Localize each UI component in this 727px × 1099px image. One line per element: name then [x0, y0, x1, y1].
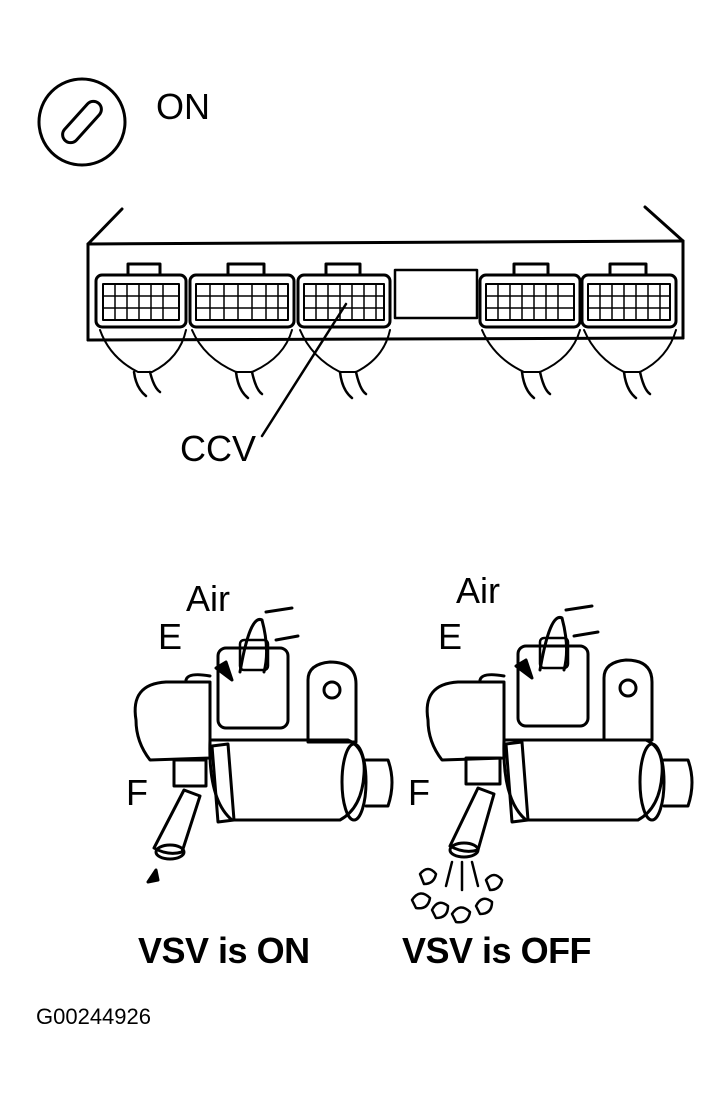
ecu-connector-3 — [296, 262, 392, 400]
ecu-unit — [86, 205, 685, 342]
ccv-leader-line — [260, 302, 348, 438]
ccv-terminal-label: CCV — [180, 428, 257, 469]
ecu-connector-1 — [94, 262, 188, 398]
figure-id: G00244926 — [36, 1004, 151, 1029]
vsv-off-caption: VSV is OFF — [402, 930, 592, 971]
ecu-connector-4 — [478, 262, 582, 400]
ecu-connector-2 — [188, 262, 296, 400]
vsv-on-air-label: Air — [186, 578, 230, 619]
vsv-on-port-e-label: E — [158, 616, 183, 657]
vsv-off-air-label: Air — [456, 570, 500, 611]
vsv-on-drawing — [133, 606, 394, 884]
vsv-off-port-e-label: E — [438, 616, 463, 657]
vsv-off-port-f-label: F — [408, 772, 430, 813]
air-escape-puffs — [410, 860, 504, 924]
vsv-on-port-f-label: F — [126, 772, 148, 813]
ignition-state-label: ON — [156, 86, 210, 127]
vsv-off-drawing — [410, 604, 694, 924]
ignition-key-icon — [37, 77, 127, 167]
ecu-connector-5 — [580, 262, 678, 400]
vsv-on-caption: VSV is ON — [138, 930, 310, 971]
